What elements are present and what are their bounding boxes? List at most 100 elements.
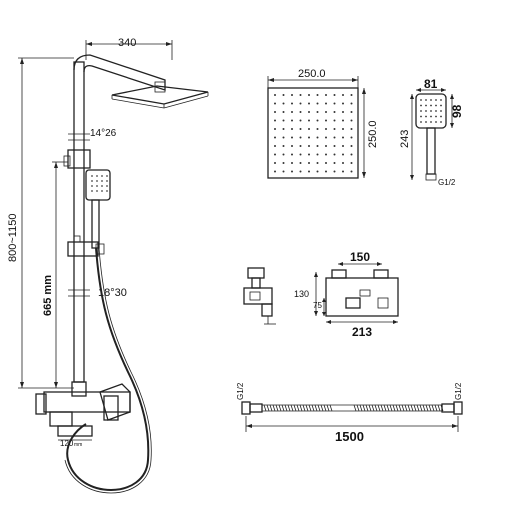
nozzle-dot — [308, 94, 310, 96]
nozzle-dot — [342, 170, 344, 173]
hose-coil — [287, 404, 291, 412]
hose-coil — [410, 404, 414, 412]
hose-coil — [359, 404, 363, 412]
nozzle-dot — [291, 111, 293, 113]
nozzle-dot — [274, 145, 276, 147]
hand-nozzle-dot — [425, 110, 427, 112]
nozzle-dot — [325, 119, 327, 122]
hand-nozzle-dot — [430, 121, 432, 123]
hand-length-label: 243 — [399, 130, 411, 148]
hand-handle — [426, 127, 436, 175]
hose-coil — [413, 404, 417, 412]
nozzle-dot — [350, 102, 353, 105]
hose-coil — [272, 404, 276, 412]
hose-coil — [308, 404, 312, 412]
nozzle-dot — [316, 136, 319, 139]
head-depth-label: 250.0 — [367, 120, 379, 148]
nozzle-dot — [342, 102, 344, 105]
hose-coil — [440, 404, 444, 412]
mixer-body — [325, 277, 399, 317]
hose-coil — [374, 404, 378, 412]
mixer-length-label: 213 — [352, 325, 372, 339]
hose-coil — [401, 404, 405, 412]
nozzle-dot — [282, 102, 285, 105]
hand-nozzle-dot — [430, 104, 432, 107]
hand-nozzle-dot — [420, 115, 422, 118]
hose-coil — [404, 404, 408, 412]
hand-nozzle-dot — [440, 104, 442, 107]
nozzle-dot — [291, 128, 293, 130]
nozzle-dot — [282, 162, 285, 164]
hose-coil — [428, 404, 432, 412]
nozzle-dot — [291, 153, 293, 156]
nozzle-dot — [342, 162, 344, 164]
hand-shower-detail: 81 98 243 G1/2 — [399, 77, 464, 187]
hose-coil — [326, 404, 330, 412]
slide-holder — [67, 241, 99, 257]
mixer-height-label: 130 — [294, 289, 309, 299]
hand-nozzle-grid — [420, 99, 442, 123]
hose-detail: G1/2 G1/2 1500 — [236, 382, 463, 444]
nozzle-dot — [308, 111, 310, 113]
nozzle-dot — [316, 128, 319, 130]
hose-coil — [290, 404, 294, 412]
shower-column: 340 14°26 — [7, 37, 209, 494]
top-arm — [73, 54, 166, 91]
hose-coil — [275, 404, 279, 412]
nozzle-dot — [333, 128, 336, 130]
hose-coil — [395, 404, 399, 412]
hand-nozzle-dot — [425, 121, 427, 123]
nozzle-grid — [274, 94, 353, 173]
nozzle-dot — [291, 170, 293, 173]
arm-reach-label: 340 — [118, 37, 136, 49]
hose-coil-pattern — [263, 404, 444, 412]
hose-coil — [320, 404, 324, 412]
nozzle-dot — [299, 145, 302, 147]
hose-coil — [437, 404, 441, 412]
nozzle-dot — [342, 153, 344, 156]
column-mixer — [35, 381, 131, 441]
nozzle-dot — [333, 119, 336, 122]
nozzle-dot — [291, 94, 293, 96]
nozzle-dot — [333, 145, 336, 147]
nozzle-dot — [316, 170, 319, 173]
hose-coil — [329, 404, 333, 412]
nozzle-dot — [333, 94, 336, 96]
riser-pipe — [73, 61, 85, 383]
nozzle-dot — [325, 128, 327, 130]
nozzle-dot — [274, 128, 276, 130]
nozzle-dot — [333, 111, 336, 113]
nozzle-dot — [325, 162, 327, 164]
hose-coil — [383, 404, 387, 412]
hose-coil — [362, 404, 366, 412]
hose-coil — [293, 404, 297, 412]
nozzle-dot — [291, 145, 293, 147]
nozzle-dot — [299, 102, 302, 105]
hose-length-label: 1500 — [335, 429, 364, 444]
nozzle-dot — [342, 145, 344, 147]
nozzle-dot — [350, 153, 353, 156]
hand-nozzle-dot — [435, 99, 437, 101]
hose-coil — [317, 404, 321, 412]
hand-nozzle-dot — [420, 104, 422, 107]
nozzle-dot — [274, 153, 276, 156]
hose-coil — [419, 404, 423, 412]
hose-coil — [368, 404, 372, 412]
hose-coil — [266, 404, 270, 412]
nozzle-dot — [308, 145, 310, 147]
nozzle-dot — [291, 162, 293, 164]
hand-nozzle-dot — [435, 110, 437, 112]
hand-nozzle-dot — [435, 121, 437, 123]
hand-nozzle-dot — [440, 121, 442, 123]
hand-nozzle-dot — [440, 99, 442, 101]
hose-coil — [371, 404, 375, 412]
hose-coil — [377, 404, 381, 412]
nozzle-dot — [299, 162, 302, 164]
hose-coil — [302, 404, 306, 412]
nozzle-dot — [325, 170, 327, 173]
nozzle-dot — [282, 94, 285, 96]
nozzle-dot — [282, 136, 285, 139]
hand-nozzle-dot — [430, 110, 432, 112]
hose-coil — [323, 404, 327, 412]
